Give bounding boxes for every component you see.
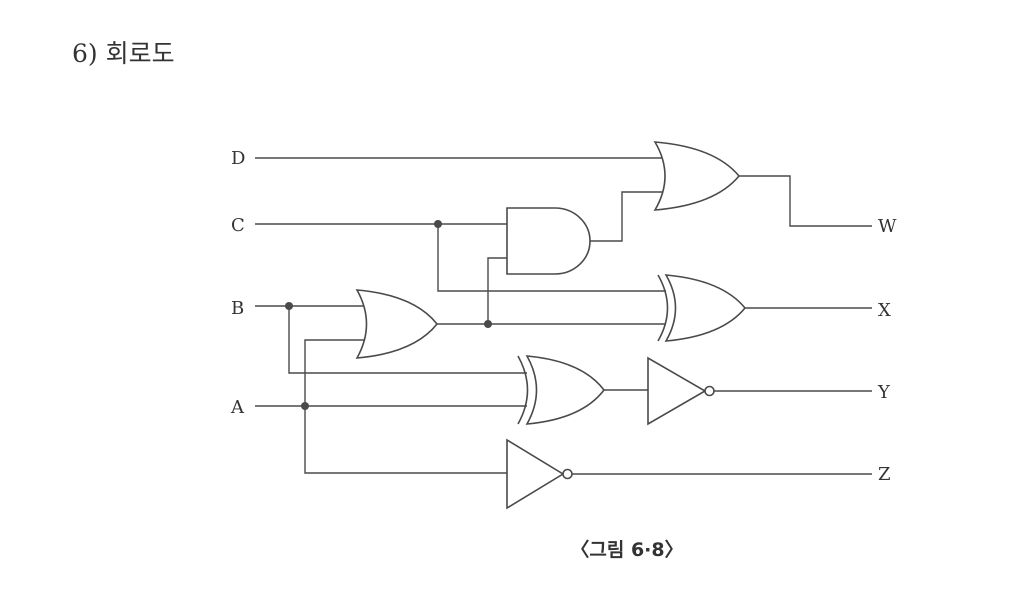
not-gate-z-bubble (562, 468, 573, 480)
output-label-z: Z (878, 464, 891, 485)
junction-or-out (484, 320, 492, 328)
or-gate-w (653, 141, 741, 211)
not-gate-y (647, 356, 715, 426)
xor-gate-x-back-curve (657, 274, 669, 342)
xor-gate-y-back-curve (517, 355, 529, 425)
not-gate-y-triangle (647, 356, 707, 426)
wire-w-out (739, 175, 872, 227)
input-label-c: C (231, 215, 245, 236)
xor-gate-x-body (664, 274, 747, 342)
wire-or-to-and (487, 257, 507, 324)
not-gate-z-triangle (506, 438, 565, 510)
output-label-w: W (878, 216, 897, 237)
and-gate (506, 207, 591, 275)
or-gate-ba (355, 289, 439, 359)
wire-and-out (590, 191, 669, 242)
input-label-d: D (231, 148, 245, 169)
xor-gate-y-body (525, 355, 606, 425)
wires (255, 157, 872, 475)
figure-caption: 〈그림 6·8〉 (570, 538, 683, 561)
xor-gate-x (657, 274, 747, 342)
wire-c-to-xor-x (437, 224, 666, 292)
section-heading: 6) 회로도 (72, 39, 175, 68)
junction-b (285, 302, 293, 310)
junctions (285, 220, 492, 410)
output-label-y: Y (877, 382, 891, 403)
input-label-a: A (230, 397, 245, 418)
not-gate-z (506, 438, 573, 510)
junction-c (434, 220, 442, 228)
wire-b-to-xor-y (288, 306, 527, 374)
xor-gate-y (517, 355, 606, 425)
wire-a-to-not-z (304, 406, 507, 474)
wire-a-to-or (304, 339, 366, 406)
input-label-b: B (231, 298, 244, 319)
junction-a (301, 402, 309, 410)
output-label-x: X (878, 300, 891, 321)
not-gate-y-bubble (704, 385, 715, 397)
